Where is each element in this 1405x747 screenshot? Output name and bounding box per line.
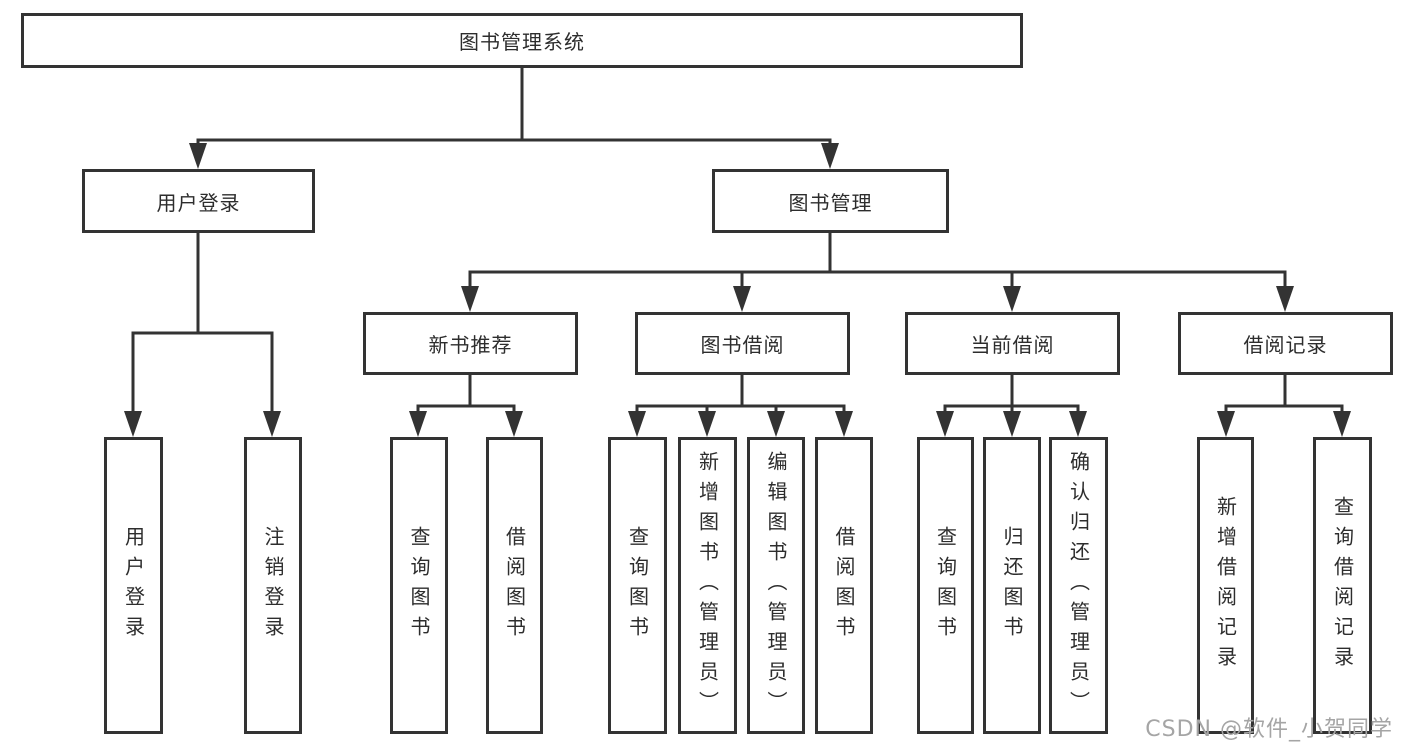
node-query-borrow-record: 查询借阅记录 [1313, 437, 1372, 734]
branch-book-management [461, 231, 1294, 312]
branch-book-borrowing [628, 373, 853, 437]
node-query-books: 查询图书 [608, 437, 667, 734]
arrow-icon [698, 411, 716, 437]
node-user-login-action: 用户登录 [104, 437, 163, 734]
branch-borrowing-records [1217, 373, 1351, 437]
node-current-borrowing: 当前借阅 [905, 312, 1120, 375]
branch-user-login [124, 231, 281, 437]
watermark: CSDN @软件_小贺同学 [1145, 717, 1393, 742]
node-new-book-recommendation: 新书推荐 [363, 312, 578, 375]
node-borrow-books: 借阅图书 [815, 437, 873, 734]
node-borrow-books: 借阅图书 [486, 437, 543, 734]
branch-current-borrowing [936, 373, 1087, 437]
branch-root-to-level2 [189, 66, 839, 169]
node-book-borrowing: 图书借阅 [635, 312, 850, 375]
arrow-icon [1003, 411, 1021, 437]
node-return-books: 归还图书 [983, 437, 1041, 734]
node-library-management-system: 图书管理系统 [21, 13, 1023, 68]
arrow-icon [767, 411, 785, 437]
arrow-icon [733, 286, 751, 312]
arrow-icon [409, 411, 427, 437]
arrow-icon [461, 286, 479, 312]
arrow-icon [628, 411, 646, 437]
arrow-icon [1217, 411, 1235, 437]
node-edit-books-admin: 编辑图书（管理员） [747, 437, 805, 734]
arrow-icon [1333, 411, 1351, 437]
arrow-icon [124, 411, 142, 437]
node-confirm-return-admin: 确认归还（管理员） [1049, 437, 1108, 734]
node-query-books: 查询图书 [917, 437, 974, 734]
arrow-icon [1069, 411, 1087, 437]
arrow-icon [1276, 286, 1294, 312]
node-borrowing-records: 借阅记录 [1178, 312, 1393, 375]
node-query-books: 查询图书 [390, 437, 448, 734]
arrow-icon [1003, 286, 1021, 312]
node-logout-action: 注销登录 [244, 437, 302, 734]
arrow-icon [189, 143, 207, 169]
node-add-books-admin: 新增图书（管理员） [678, 437, 737, 734]
arrow-icon [936, 411, 954, 437]
arrow-icon [263, 411, 281, 437]
arrow-icon [505, 411, 523, 437]
node-add-borrow-record: 新增借阅记录 [1197, 437, 1254, 734]
arrow-icon [821, 143, 839, 169]
branch-new-book-recommendation [409, 373, 523, 437]
node-user-login: 用户登录 [82, 169, 315, 233]
node-book-management: 图书管理 [712, 169, 949, 233]
arrow-icon [835, 411, 853, 437]
